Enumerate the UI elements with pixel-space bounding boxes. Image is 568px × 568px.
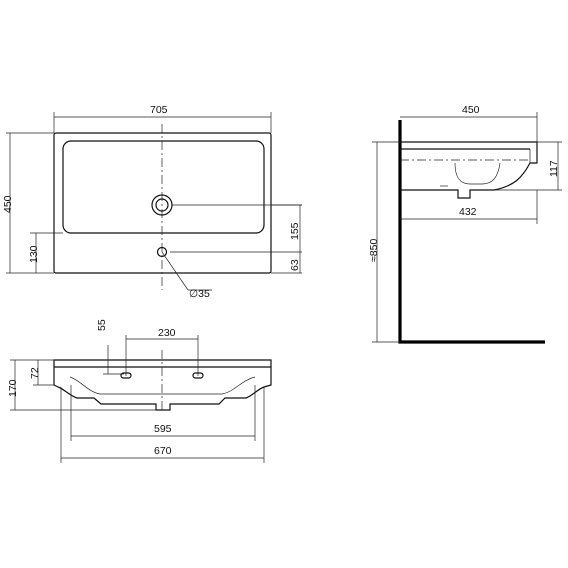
- overflow-diameter-label: ∅35: [189, 288, 210, 300]
- side-height-label: 117: [548, 160, 560, 177]
- bowl-depth-label: 432: [459, 206, 477, 218]
- hole-offset-label: 155: [289, 222, 301, 240]
- rim-height-label: 72: [29, 367, 41, 379]
- faucet-hole: [156, 246, 168, 258]
- wall-line: [398, 120, 545, 344]
- basin-outer-outline: [53, 132, 272, 274]
- mount-height-label: ≈850: [368, 239, 380, 262]
- side-depth-label: 450: [462, 104, 480, 116]
- front-profile-outline: [53, 359, 272, 411]
- depth-label: 450: [2, 195, 14, 213]
- front-bowl-inner: [69, 376, 256, 395]
- side-bowl-curve: [454, 162, 501, 185]
- top-view: ∅35 705 450 130 155 63: [2, 104, 302, 300]
- side-profile-outline: [400, 141, 538, 199]
- width-label: 705: [150, 104, 168, 116]
- side-view: 450 117 432 ≈850: [368, 104, 562, 344]
- basin-inner-outline: [62, 140, 265, 234]
- total-width-label: 670: [154, 445, 172, 457]
- total-height-label: 170: [7, 379, 19, 397]
- bowl-width-label: 595: [154, 423, 172, 435]
- edge-height-label: 130: [28, 245, 40, 263]
- faucet-spacing-label: 230: [158, 327, 176, 339]
- hole-depth-label: 55: [96, 319, 108, 331]
- front-view: 230 55 72 170 595 670: [7, 319, 272, 463]
- drain-hole-inner: [155, 198, 169, 212]
- overflow-offset-label: 63: [289, 259, 301, 271]
- diameter-leader: [161, 251, 189, 291]
